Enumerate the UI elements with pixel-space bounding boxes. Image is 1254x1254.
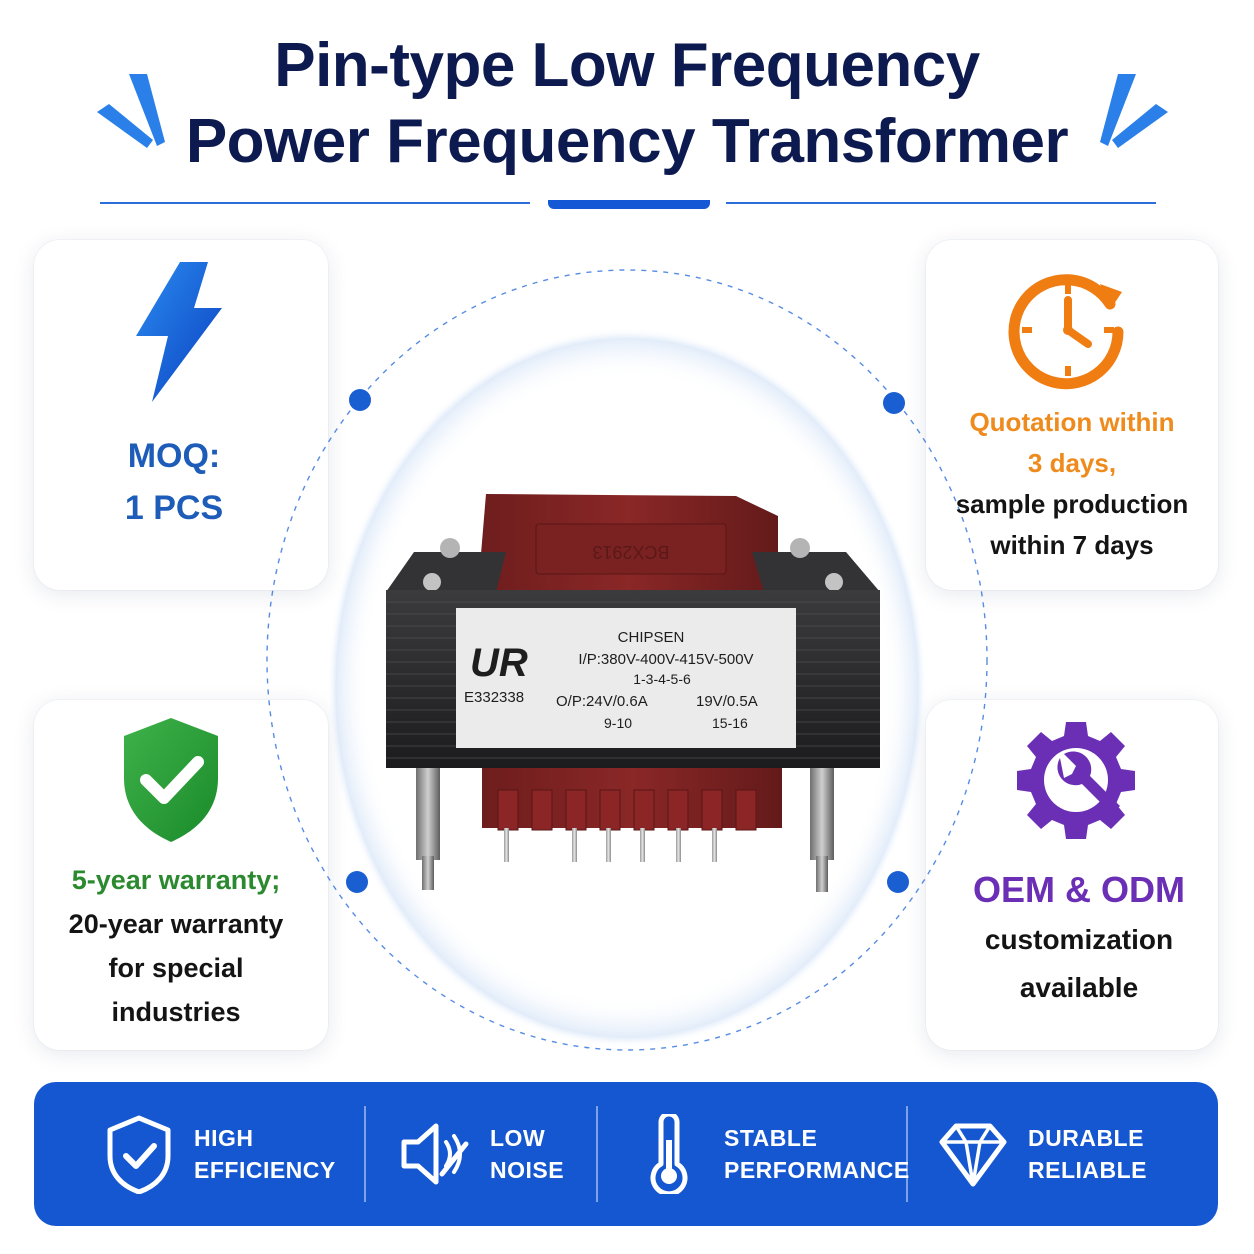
label-output-2: 19V/0.5A	[696, 693, 758, 710]
feature-2-line-1: LOW	[490, 1125, 546, 1151]
warranty-line-2: 20-year warranty	[68, 909, 284, 939]
ring-dot-bottom-right	[887, 871, 909, 893]
title-divider-center	[548, 200, 710, 209]
feature-1-line-2: EFFICIENCY	[194, 1157, 336, 1183]
label-output-1: O/P:24V/0.6A	[556, 693, 648, 710]
feature-stable-performance: STABLE PERFORMANCE	[634, 1082, 910, 1226]
sparkle-right-icon	[1100, 74, 1168, 148]
page-title: Pin-type Low Frequency Power Frequency T…	[0, 28, 1254, 180]
feature-1-line-1: HIGH	[194, 1125, 254, 1151]
title-divider-right	[726, 202, 1156, 204]
gear-wrench-icon	[1017, 722, 1135, 839]
feature-4-line-1: DURABLE	[1028, 1125, 1144, 1151]
title-divider-left	[100, 202, 530, 204]
quotation-line-4: within 7 days	[990, 530, 1154, 560]
oem-text: OEM & ODM customization available	[926, 866, 1232, 1010]
warranty-line-3: for special	[108, 953, 244, 983]
feature-divider-2	[596, 1106, 598, 1202]
feature-low-noise: LOW NOISE	[400, 1082, 564, 1226]
quotation-line-3: sample production	[955, 489, 1189, 519]
lightning-icon	[136, 262, 222, 402]
feature-divider-1	[364, 1106, 366, 1202]
feature-3-line-2: PERFORMANCE	[724, 1157, 910, 1183]
feature-bar: HIGH EFFICIENCY LOW NOISE STABLE PERFORM…	[34, 1082, 1218, 1226]
feature-high-efficiency: HIGH EFFICIENCY	[104, 1082, 336, 1226]
quotation-text: Quotation within 3 days, sample producti…	[926, 402, 1218, 566]
transformer-product-image: BCX2913 UR E332338 CHIPSEN I/P:380V-400V…	[386, 494, 880, 892]
ring-dot-bottom-left	[346, 871, 368, 893]
speaker-mute-icon	[401, 1123, 469, 1185]
clock-icon	[1008, 274, 1124, 390]
sparkle-left-icon	[97, 74, 165, 148]
shield-check-icon	[124, 718, 218, 842]
oem-line-3: available	[1019, 972, 1139, 1003]
label-input-pins: 1-3-4-5-6	[633, 671, 691, 687]
feature-divider-3	[906, 1106, 908, 1202]
oem-line-1: OEM & ODM	[973, 869, 1185, 910]
title-line-2: Power Frequency Transformer	[185, 107, 1069, 176]
quotation-card	[926, 240, 1218, 590]
oem-line-2: customization	[984, 924, 1174, 955]
moq-label: MOQ:	[127, 437, 221, 475]
label-output-1-pins: 9-10	[604, 715, 632, 731]
ring-dot-top-left	[349, 389, 371, 411]
warranty-line-4: industries	[111, 997, 241, 1027]
feature-3-line-1: STABLE	[724, 1125, 818, 1151]
ur-mark: UR	[470, 641, 528, 685]
ring-dot-top-right	[883, 392, 905, 414]
moq-text: MOQ: 1 PCS	[34, 430, 314, 534]
feature-durable-reliable: DURABLE RELIABLE	[938, 1082, 1147, 1226]
warranty-line-1: 5-year warranty;	[71, 865, 281, 895]
feature-2-line-2: NOISE	[490, 1157, 565, 1183]
warranty-text: 5-year warranty; 20-year warranty for sp…	[34, 858, 318, 1034]
thermometer-icon	[650, 1114, 688, 1194]
title-line-1: Pin-type Low Frequency	[274, 31, 980, 100]
label-cert-no: E332338	[464, 689, 524, 706]
bobbin-marking: BCX2913	[592, 542, 669, 562]
label-input: I/P:380V-400V-415V-500V	[578, 651, 753, 668]
shield-check-outline-icon	[107, 1115, 171, 1194]
label-brand: CHIPSEN	[618, 629, 685, 646]
quotation-line-1: Quotation within	[969, 407, 1175, 437]
moq-value: 1 PCS	[124, 489, 224, 527]
label-output-2-pins: 15-16	[712, 715, 748, 731]
feature-4-line-2: RELIABLE	[1028, 1157, 1147, 1183]
quotation-line-2: 3 days,	[1027, 448, 1117, 478]
diamond-icon	[939, 1123, 1007, 1187]
